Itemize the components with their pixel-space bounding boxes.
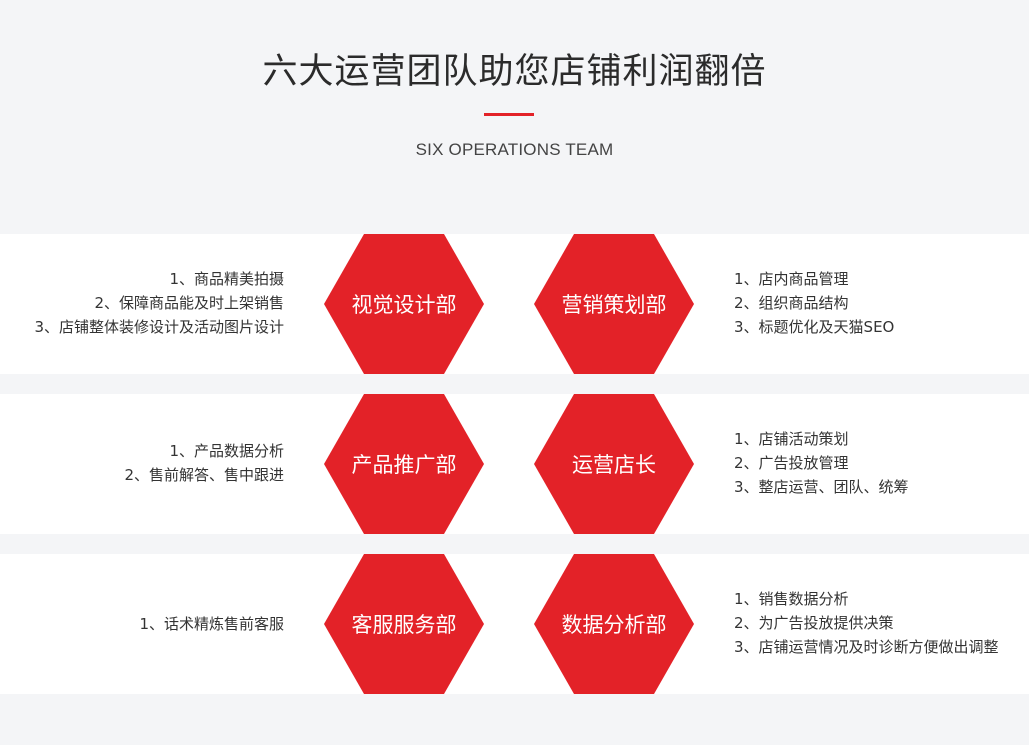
duty-item: 1、产品数据分析 (169, 442, 284, 460)
product-promotion-duties: 1、产品数据分析 2、售前解答、售中跟进 (124, 439, 284, 487)
duty-item: 3、店铺运营情况及时诊断方便做出调整 (734, 638, 999, 656)
duty-item: 3、标题优化及天猫SEO (734, 318, 895, 336)
hexagon-store-manager: 运营店长 (534, 394, 694, 534)
duty-item: 3、整店运营、团队、统筹 (734, 478, 909, 496)
hexagon-data-analysis: 数据分析部 (534, 554, 694, 694)
duty-item: 2、保障商品能及时上架销售 (94, 294, 284, 312)
duty-item: 1、话术精炼售前客服 (139, 615, 284, 633)
visual-design-duties: 1、商品精美拍摄 2、保障商品能及时上架销售 3、店铺整体装修设计及活动图片设计 (34, 267, 284, 339)
team-name: 视觉设计部 (351, 293, 457, 317)
team-name: 数据分析部 (561, 613, 667, 637)
page-subtitle: SIX OPERATIONS TEAM (415, 140, 614, 159)
team-name: 客服服务部 (351, 613, 457, 637)
duty-item: 2、组织商品结构 (734, 294, 849, 312)
duty-item: 1、店内商品管理 (734, 270, 849, 288)
duty-item: 2、广告投放管理 (734, 454, 849, 472)
team-name: 营销策划部 (561, 293, 667, 317)
team-name: 产品推广部 (351, 453, 457, 477)
hexagon-marketing-planning: 营销策划部 (534, 234, 694, 374)
store-manager-duties: 1、店铺活动策划 2、广告投放管理 3、整店运营、团队、统筹 (734, 427, 909, 499)
row-band-3 (0, 554, 1029, 694)
title-divider (484, 113, 534, 116)
duty-item: 3、店铺整体装修设计及活动图片设计 (34, 318, 284, 336)
duty-item: 1、销售数据分析 (734, 590, 849, 608)
duty-item: 1、店铺活动策划 (734, 430, 849, 448)
marketing-planning-duties: 1、店内商品管理 2、组织商品结构 3、标题优化及天猫SEO (734, 267, 894, 339)
row-band-2 (0, 394, 1029, 534)
data-analysis-duties: 1、销售数据分析 2、为广告投放提供决策 3、店铺运营情况及时诊断方便做出调整 (734, 587, 999, 659)
page-title: 六大运营团队助您店铺利润翻倍 (262, 52, 767, 92)
duty-item: 1、商品精美拍摄 (169, 270, 284, 288)
team-name: 运营店长 (572, 453, 656, 477)
duty-item: 2、售前解答、售中跟进 (124, 466, 284, 484)
duty-item: 2、为广告投放提供决策 (734, 614, 894, 632)
row-band-1 (0, 234, 1029, 374)
customer-service-duties: 1、话术精炼售前客服 (139, 612, 284, 636)
